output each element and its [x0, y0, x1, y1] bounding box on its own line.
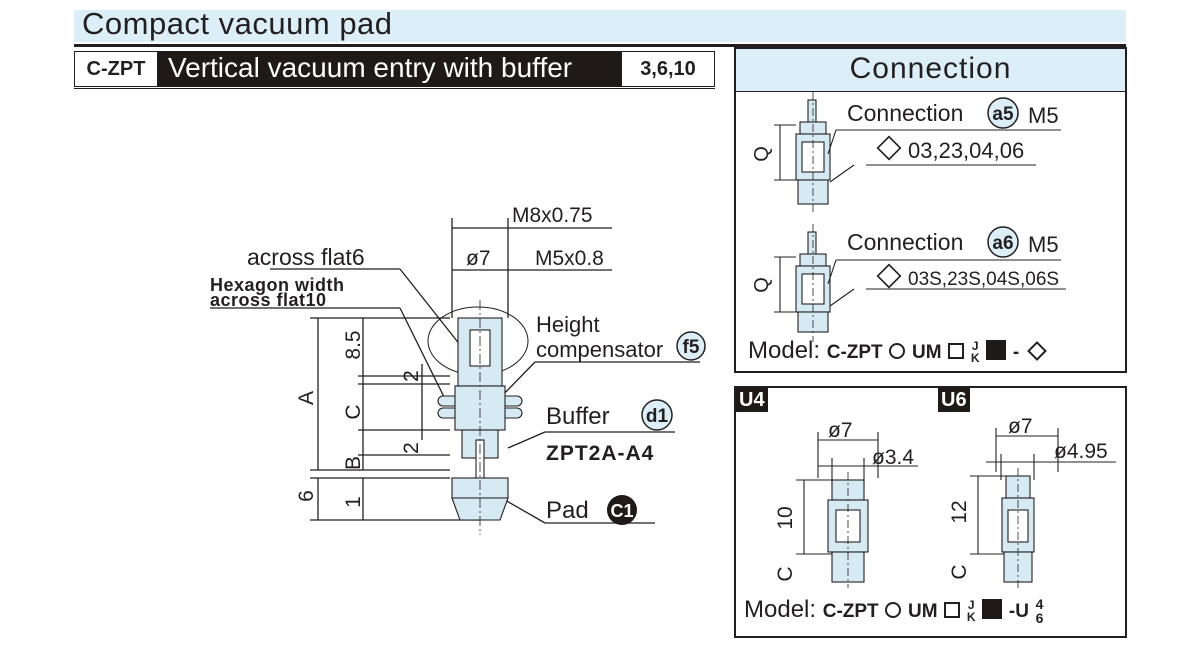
pad-cup: [451, 497, 509, 521]
dim-1: 1: [342, 496, 365, 508]
u-model-size-top: 4: [1035, 595, 1044, 612]
u6-dia-inner: ø4.95: [1054, 440, 1108, 463]
buffer-badge: d1: [646, 406, 669, 427]
height-comp-label-2: compensator: [536, 337, 663, 362]
entry-type-title: Vertical vacuum entry with buffer: [158, 51, 621, 87]
connection-panel: [734, 47, 1127, 373]
dim-8-5: 8.5: [342, 330, 365, 359]
page-title: Compact vacuum pad: [82, 6, 393, 41]
a6-connection-label: Connection: [847, 229, 963, 255]
u4-c: C: [774, 566, 797, 581]
connection-title: Connection: [849, 52, 1012, 85]
title-rule: [74, 44, 1126, 47]
u-model-k: K: [966, 609, 976, 624]
dim-b: B: [342, 456, 365, 470]
a6-badge: a6: [992, 233, 1013, 254]
filled-square-icon: [986, 340, 1007, 360]
circle-placeholder-icon: [885, 602, 902, 618]
buffer-label: Buffer: [546, 403, 610, 430]
header-rule: [74, 88, 715, 89]
dim-6: 6: [295, 490, 318, 502]
diamond-placeholder-icon: [1027, 341, 1047, 361]
height-comp-label-1: Height: [536, 312, 600, 337]
pad-label: Pad: [546, 497, 589, 524]
u-model-um: UM: [908, 601, 938, 622]
connection-model-j: J: [971, 338, 979, 353]
connection-model-um: UM: [912, 342, 942, 363]
u4-tag: U4: [736, 388, 768, 412]
u-model-suffix: -U: [1008, 601, 1029, 622]
series-code: C-ZPT: [74, 51, 158, 87]
diameter-top-label: ø7: [466, 247, 491, 270]
u-model-size-bottom: 6: [1035, 609, 1044, 626]
dim-2-lower: 2: [400, 442, 423, 454]
dim-2-upper: 2: [400, 370, 423, 382]
connection-drawings: Q Connection a5 M5 03,23,04,06 Q Connect…: [751, 92, 1066, 342]
across-flat-label: across flat6: [247, 244, 365, 270]
hexagon-label-2: across flat10: [210, 290, 327, 310]
height-comp-badge: f5: [683, 337, 700, 358]
dim-a: A: [295, 391, 318, 405]
a5-badge-circle: [987, 97, 1019, 129]
u4-height: 10: [774, 506, 797, 529]
a6-diamond-icon: [876, 263, 902, 289]
a5-thread: M5: [1028, 103, 1059, 128]
connection-model-code: C-ZPT: [826, 342, 883, 363]
u-fitting-drawings: ø7 ø3.4 10 C ø7 ø4.95 12 C: [774, 415, 1116, 588]
a6-codes: 03S,23S,04S,06S: [908, 269, 1059, 290]
pad-sizes: 3,6,10: [621, 51, 715, 87]
connection-model-dash: -: [1012, 342, 1020, 363]
u-model-prefix: Model:: [744, 596, 817, 623]
circle-placeholder-icon: [889, 343, 906, 359]
connection-model-prefix: Model:: [748, 337, 821, 364]
square-placeholder-icon: [944, 602, 961, 618]
dim-c: C: [342, 404, 365, 419]
a5-diamond-icon: [876, 135, 902, 161]
a6-badge-circle: [987, 226, 1019, 258]
u-model-code: C-ZPT: [822, 601, 879, 622]
square-placeholder-icon: [948, 343, 965, 359]
u-fitting-panel: [734, 386, 1127, 638]
u6-tag: U6: [938, 388, 970, 412]
connection-model-k: K: [970, 350, 980, 365]
a6-thread: M5: [1028, 232, 1059, 257]
u6-height: 12: [948, 500, 971, 523]
main-drawing: M8x0.75 ø7 M5x0.8 across flat6 Hexagon w…: [210, 204, 706, 535]
title-band: [74, 10, 1126, 42]
buffer-badge-circle: [641, 399, 673, 431]
u4-dia-inner: ø3.4: [872, 446, 914, 469]
connection-header-band: [736, 49, 1125, 91]
a6-q-label: Q: [751, 277, 773, 293]
u4-dia-outer: ø7: [828, 419, 853, 442]
thread-top-label: M8x0.75: [512, 204, 593, 227]
u6-dia-outer: ø7: [1008, 415, 1033, 438]
pad-badge: C1: [610, 501, 633, 521]
height-comp-badge-circle: [676, 331, 706, 361]
hexagon-label-1: Hexagon width: [210, 275, 345, 295]
u-model-j: J: [967, 597, 975, 612]
a5-badge: a5: [992, 104, 1014, 125]
u6-c: C: [948, 564, 971, 579]
pad-badge-circle: [607, 495, 637, 525]
connection-header-rule: [736, 91, 1125, 92]
a5-connection-label: Connection: [847, 100, 963, 126]
buffer-model: ZPT2A-A4: [546, 442, 654, 465]
a5-q-label: Q: [751, 146, 773, 162]
thread-port-label: M5x0.8: [535, 247, 604, 270]
filled-square-icon: [982, 599, 1003, 619]
a5-codes: 03,23,04,06: [908, 138, 1024, 163]
